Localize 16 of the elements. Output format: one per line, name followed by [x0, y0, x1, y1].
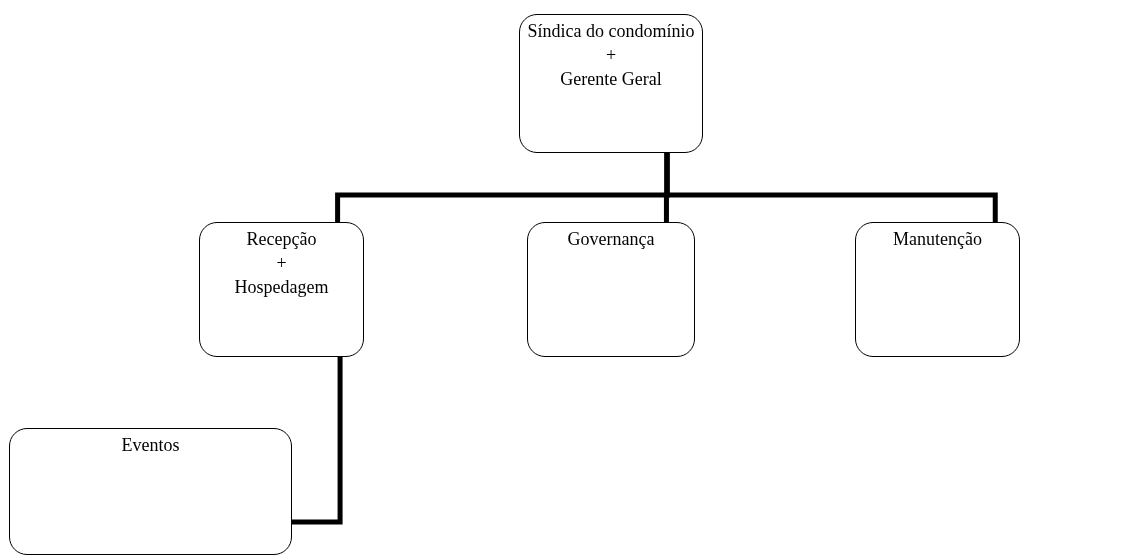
box-text: Recepção	[246, 228, 317, 251]
box-text: +	[605, 44, 617, 67]
box-text: Hospedagem	[234, 276, 329, 299]
box-text: Manutenção	[893, 228, 982, 251]
box-text: Eventos	[121, 434, 180, 457]
connector-line	[292, 357, 343, 525]
org-box	[519, 14, 703, 153]
box-text: +	[276, 252, 287, 275]
box-text: Governança	[567, 228, 655, 251]
org-box	[527, 222, 695, 357]
box-text: Gerente Geral	[560, 68, 662, 91]
org-box	[855, 222, 1020, 357]
connector-line	[664, 153, 998, 222]
box-text: Síndica do condomínio	[527, 20, 695, 43]
org-box	[9, 428, 292, 555]
org-box	[199, 222, 364, 357]
